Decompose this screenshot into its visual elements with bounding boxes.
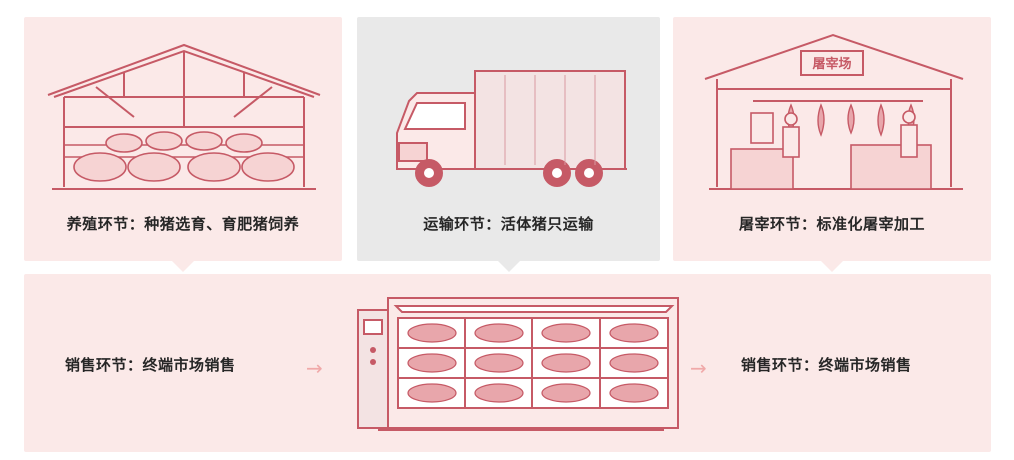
meat-display-case-icon xyxy=(357,297,679,431)
sales-label-left: 销售环节：终端市场销售 xyxy=(65,356,236,374)
slaughter-stage-caption: 屠宰环节：标准化屠宰加工 xyxy=(738,215,925,233)
pig-farm-icon xyxy=(47,43,321,190)
sales-label-right: 销售环节：终端市场销售 xyxy=(741,356,912,374)
transport-stage-caption: 运输环节：活体猪只运输 xyxy=(423,215,594,233)
connector-notch xyxy=(821,261,843,272)
truck-icon xyxy=(396,70,627,187)
slaughterhouse-sign: 屠宰场 xyxy=(812,56,851,72)
slaughter-stage-panel: 屠宰场 屠宰环节：标准化屠宰加工 xyxy=(673,17,991,261)
farming-stage-caption: 养殖环节：种猪选育、育肥猪饲养 xyxy=(66,215,300,233)
slaughterhouse-icon: 屠宰场 xyxy=(704,33,964,190)
farming-stage-panel: 养殖环节：种猪选育、育肥猪饲养 xyxy=(24,17,342,261)
connector-notch xyxy=(172,261,194,272)
arrow-right-icon: → xyxy=(306,356,323,380)
transport-stage-panel: 运输环节：活体猪只运输 xyxy=(357,17,660,261)
connector-notch xyxy=(498,261,520,272)
arrow-right-icon: → xyxy=(690,356,707,380)
